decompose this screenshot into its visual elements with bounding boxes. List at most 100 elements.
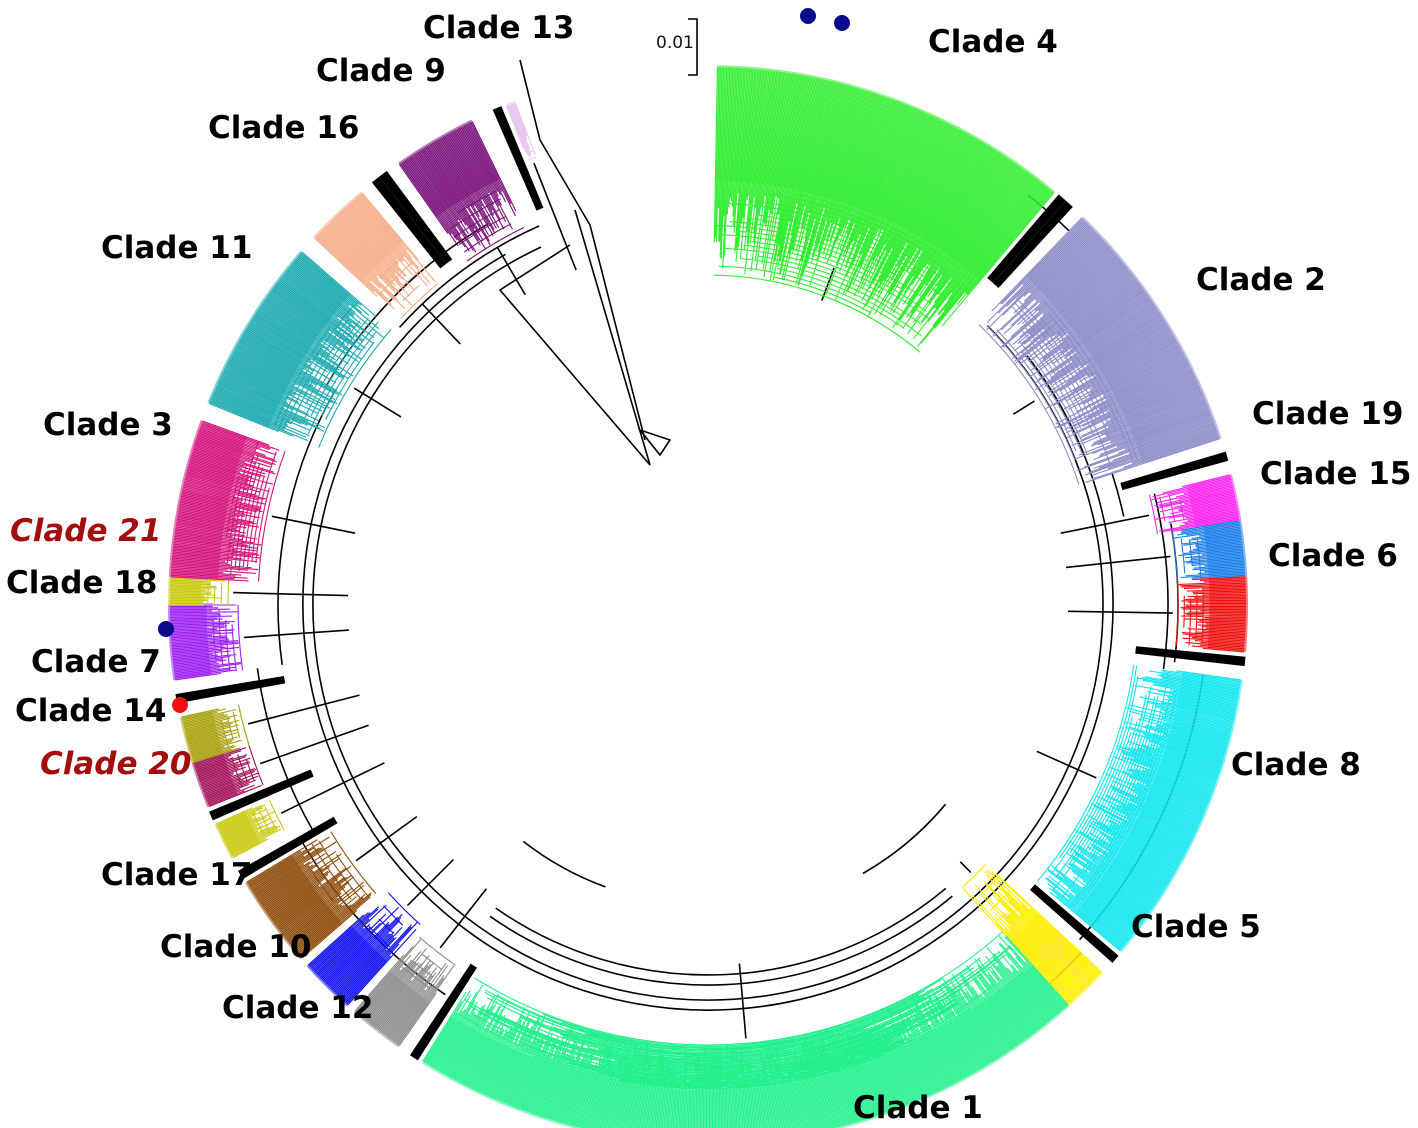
clade-5-fan [961, 863, 1103, 1007]
clade-7-label: Clade 7 [31, 644, 161, 680]
stem-branch [1012, 400, 1035, 415]
clade-markers [158, 8, 850, 713]
backbone-arc [522, 840, 606, 888]
clade-17-label: Clade 17 [101, 857, 252, 893]
divider-band [209, 769, 314, 821]
clade-12-branches [354, 936, 456, 1047]
clade-15-branches [1171, 520, 1246, 581]
clade-4-fan [713, 65, 1056, 353]
backbone-arc [495, 887, 947, 976]
clade-11-label: Clade 11 [101, 230, 252, 266]
backbone-arc [277, 389, 337, 665]
backbone-arc [1153, 493, 1169, 670]
clade-21-label: Clade 21 [10, 513, 161, 549]
backbone-arc [302, 253, 1114, 1011]
clade-6-branches [1175, 576, 1247, 653]
clade-13-branches [505, 102, 537, 161]
divider-band [992, 200, 1073, 288]
scale-bar-label: 0.01 [656, 33, 694, 53]
divider-band [371, 176, 447, 269]
clade-6-fan [1175, 576, 1248, 653]
clade-1-fan [421, 931, 1070, 1128]
stem-branch [259, 724, 369, 765]
clade-18-fan [168, 604, 244, 681]
clade-21-branches [169, 576, 230, 606]
marker-clade-4-a [800, 8, 816, 24]
clade-7-branches [181, 704, 250, 763]
clade-6-label: Clade 6 [1268, 538, 1398, 574]
marker-clade-14 [172, 697, 188, 713]
stem-branch [821, 267, 835, 301]
clade-20-branches [216, 799, 285, 859]
clade-8-fan [1036, 664, 1243, 953]
clade-9-branches [398, 121, 525, 262]
stem-branch [244, 629, 349, 639]
clade-13-label: Clade 13 [423, 10, 574, 46]
clade-2-fan [978, 216, 1222, 485]
stem-branch [271, 515, 356, 534]
divider-band [1030, 884, 1119, 963]
stem-branch [738, 963, 747, 1039]
outgroup-branch [498, 209, 672, 466]
clade-5-branches [961, 863, 1102, 1006]
clade-16-label: Clade 16 [208, 110, 359, 146]
divider-band [238, 816, 338, 880]
stem-branch [1065, 555, 1171, 569]
stem-branch [280, 762, 385, 814]
clade-14-label: Clade 14 [15, 693, 166, 729]
clade-8-label: Clade 8 [1231, 747, 1361, 783]
clade-5-label: Clade 5 [1131, 909, 1261, 945]
stem-branch [421, 303, 461, 345]
backbone-arc [312, 246, 1104, 1001]
clade-13-fan [505, 100, 537, 161]
clade-12-label: Clade 12 [222, 990, 373, 1026]
clade-10-label: Clade 10 [160, 929, 311, 965]
backbone-arc [862, 803, 947, 875]
clade-11-fan [207, 250, 392, 448]
clade-16-fan [313, 191, 439, 319]
clade-1-branches [422, 931, 1069, 1128]
marker-clade-4-b [834, 15, 850, 31]
clade-fans [168, 65, 1248, 1128]
stem-branch [496, 246, 526, 296]
stem-branch [1060, 514, 1150, 534]
clade-10-fan [306, 892, 421, 1007]
clade-3-branches [170, 420, 286, 582]
clade-20-fan [214, 799, 285, 859]
clade-dividers [175, 106, 1246, 1061]
scale-bar-line [688, 18, 698, 76]
clade-17-fan [245, 831, 377, 960]
clade-3-fan [168, 420, 286, 582]
stem-branch [959, 861, 972, 874]
clade-15-fan [1171, 520, 1248, 581]
clade-20-label: Clade 20 [40, 746, 191, 782]
clade-7-fan [179, 704, 250, 763]
divider-band [409, 963, 477, 1061]
backbone-arc [1111, 473, 1125, 517]
stem-branch [533, 162, 577, 271]
clade-4-branches [713, 67, 1055, 353]
clade-19-label: Clade 19 [1252, 396, 1403, 432]
clade-9-label: Clade 9 [316, 53, 446, 89]
clade-12-fan [353, 936, 456, 1048]
stem-branch [406, 859, 454, 907]
clade-4-label: Clade 4 [928, 24, 1058, 60]
clade-17-branches [246, 831, 377, 959]
clade-18-label: Clade 18 [6, 565, 157, 601]
divider-band [1120, 451, 1229, 491]
stem-branch [1067, 610, 1173, 614]
clade-18-branches [169, 604, 244, 681]
clade-8-branches [1036, 664, 1241, 952]
clade-9-fan [398, 119, 525, 262]
stem-branch [233, 591, 349, 597]
divider-band [175, 675, 286, 704]
clade-19-fan [1148, 474, 1242, 534]
backbone-arc [489, 895, 953, 986]
divider-band [492, 106, 544, 211]
clade-15-label: Clade 15 [1260, 456, 1411, 492]
stem-branch [355, 815, 418, 862]
backbone-arc [399, 225, 540, 328]
outgroup-branch [519, 59, 646, 441]
